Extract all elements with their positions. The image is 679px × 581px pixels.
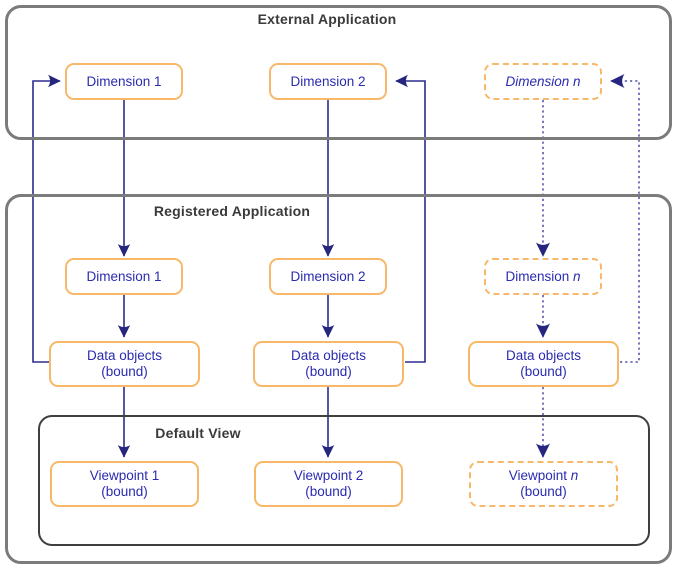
data-objects-2-box[interactable]: Data objects (bound) [253, 341, 404, 387]
ext-dimension-n-label: Dimension n [505, 73, 581, 89]
reg-dimension-n-label-main: Dimension [505, 268, 570, 284]
data-objects-1-box[interactable]: Data objects (bound) [49, 341, 200, 387]
reg-dimension-2-label: Dimension 2 [290, 268, 366, 284]
viewpoint-2-line2: (bound) [305, 484, 352, 499]
data-objects-2-line2: (bound) [305, 364, 352, 379]
default-view-frame [38, 415, 650, 546]
registered-application-frame [5, 194, 672, 564]
data-objects-2-line1: Data objects [290, 348, 367, 363]
viewpoint-1-line1: Viewpoint 1 [89, 468, 160, 483]
ext-dimension-1-label: Dimension 1 [86, 73, 162, 89]
viewpoint-n-box[interactable]: Viewpoint n (bound) [469, 461, 618, 507]
viewpoint-n-line1-main: Viewpoint [508, 468, 567, 483]
ext-dimension-1-box[interactable]: Dimension 1 [65, 63, 183, 100]
reg-dimension-1-label: Dimension 1 [86, 268, 162, 284]
ext-dimension-n-box[interactable]: Dimension n [484, 63, 602, 100]
reg-dimension-n-label-tail: n [573, 268, 581, 284]
ext-dimension-2-box[interactable]: Dimension 2 [269, 63, 387, 100]
viewpoint-2-box[interactable]: Viewpoint 2 (bound) [254, 461, 403, 507]
reg-dimension-1-box[interactable]: Dimension 1 [65, 258, 183, 295]
default-view-title: Default View [155, 425, 241, 441]
external-application-title: External Application [257, 11, 397, 27]
data-objects-n-box[interactable]: Data objects (bound) [468, 341, 619, 387]
reg-dimension-n-box[interactable]: Dimension n [484, 258, 602, 295]
data-objects-1-line2: (bound) [101, 364, 148, 379]
data-objects-n-line2: (bound) [520, 364, 567, 379]
external-application-frame [5, 5, 672, 140]
data-objects-n-line1: Data objects [505, 348, 582, 363]
viewpoint-2-line1: Viewpoint 2 [293, 468, 364, 483]
ext-dimension-2-label: Dimension 2 [290, 73, 366, 89]
registered-application-title: Registered Application [153, 203, 311, 219]
viewpoint-1-line2: (bound) [101, 484, 148, 499]
reg-dimension-2-box[interactable]: Dimension 2 [269, 258, 387, 295]
reg-dimension-n-label: Dimension n [505, 269, 580, 285]
viewpoint-n-line1-tail: n [570, 468, 579, 483]
viewpoint-n-line2: (bound) [520, 484, 567, 499]
data-objects-1-line1: Data objects [86, 348, 163, 363]
viewpoint-1-box[interactable]: Viewpoint 1 (bound) [50, 461, 199, 507]
viewpoint-n-line1: Viewpoint n [509, 468, 579, 484]
